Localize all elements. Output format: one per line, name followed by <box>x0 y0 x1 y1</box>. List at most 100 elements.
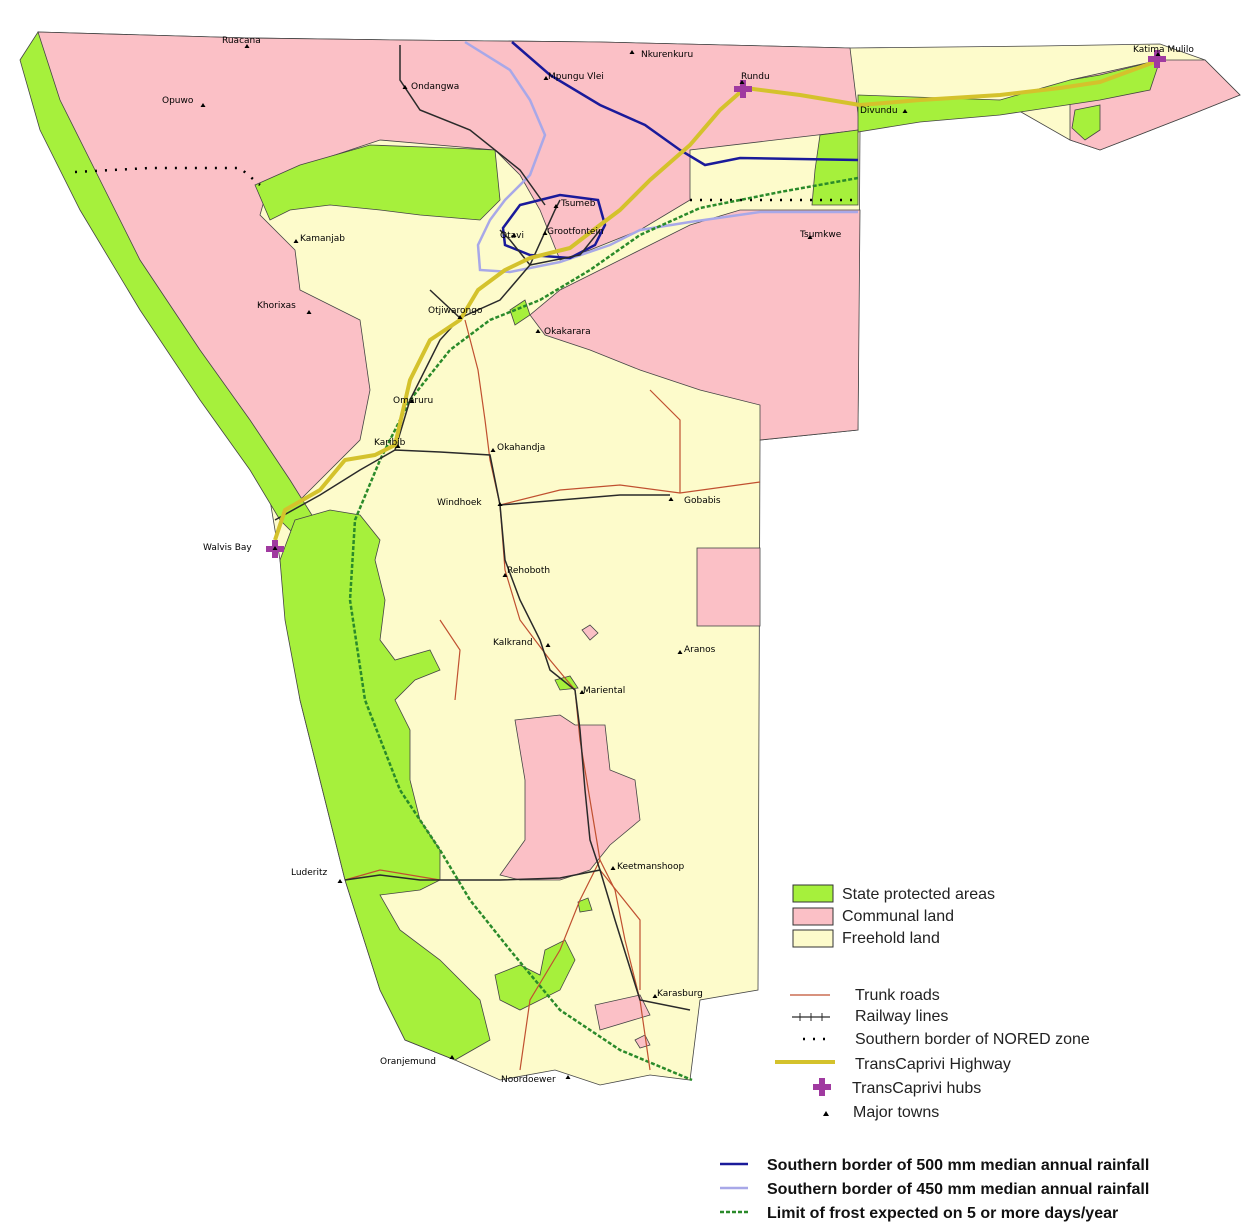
rainfall-500mm-border <box>511 41 859 167</box>
town-label-mpungu: Mpungu Vlei <box>548 72 604 82</box>
protected-area-caprivi-east <box>1071 104 1101 141</box>
legend-label-rain450: Southern border of 450 mm median annual … <box>767 1181 1149 1198</box>
town-marker-icon <box>457 315 463 319</box>
town-label-opuwo: Opuwo <box>162 96 194 106</box>
legend-lines: Trunk roads Railway lines Southern borde… <box>775 987 1090 1121</box>
town-marker-icon <box>293 239 299 243</box>
town-marker-icon <box>490 448 496 452</box>
protected-area-etosha <box>254 144 501 221</box>
hub-katima-icon <box>1148 50 1166 68</box>
town-label-luderitz: Luderitz <box>291 868 328 878</box>
protected-area-naute <box>577 897 593 913</box>
protected-area-namib <box>279 509 491 1061</box>
frost-limit-line <box>348 176 859 1082</box>
town-label-ruacana: Ruacana <box>222 36 261 46</box>
town-marker-icon <box>629 50 635 54</box>
town-marker-icon <box>610 866 616 870</box>
legend-label-communal: Communal land <box>842 908 954 925</box>
town-marker-icon <box>449 1055 455 1059</box>
town-label-karibib: Karibib <box>374 438 406 448</box>
town-label-mariental: Mariental <box>583 686 625 696</box>
protected-area-khaudum <box>811 129 859 206</box>
town-label-aranos: Aranos <box>684 645 716 655</box>
town-label-tsumeb: Tsumeb <box>560 199 596 209</box>
town-label-nkurenkuru: Nkurenkuru <box>641 50 693 60</box>
town-marker-icon <box>395 444 401 448</box>
town-marker-icon <box>200 103 206 107</box>
legend-hub-icon <box>813 1078 831 1096</box>
legend-label-freehold: Freehold land <box>842 930 940 947</box>
town-label-divundu: Divundu <box>860 106 898 116</box>
town-label-okakarara: Okakarara <box>544 327 591 337</box>
town-label-rundu: Rundu <box>741 72 770 82</box>
legend-label-protected: State protected areas <box>842 886 995 903</box>
town-marker-icon <box>409 399 415 403</box>
legend-label-frost: Limit of frost expected on 5 or more day… <box>767 1205 1118 1222</box>
trunk-roads <box>344 319 761 1071</box>
town-marker-icon <box>545 643 551 647</box>
legend-label-hubs: TransCaprivi hubs <box>852 1080 981 1097</box>
town-marker-icon <box>543 76 549 80</box>
town-label-katima: Katima Mulilo <box>1133 45 1194 55</box>
town-label-grootfontein: Grootfontein <box>547 227 604 237</box>
town-label-walvis: Walvis Bay <box>203 543 252 553</box>
town-label-oranjemund: Oranjemund <box>380 1057 436 1067</box>
town-marker-icon <box>553 204 559 208</box>
town-label-otavi: Otavi <box>500 231 524 241</box>
town-marker-icon <box>337 879 343 883</box>
communal-land-aminuis <box>696 547 761 627</box>
legend-swatch-communal <box>792 907 834 926</box>
town-label-omaruru: Omaruru <box>393 396 433 406</box>
communal-land-patch-small <box>581 624 599 641</box>
nored-zone-border <box>74 166 261 186</box>
legend-swatch-freehold <box>792 929 834 948</box>
town-label-okahandja: Okahandja <box>497 443 545 453</box>
railway-lines <box>274 45 691 1011</box>
town-marker-icon <box>565 1075 571 1079</box>
town-label-noordoewer: Noordoewer <box>501 1075 556 1085</box>
town-label-rehoboth: Rehoboth <box>507 566 550 576</box>
town-label-kamanjab: Kamanjab <box>300 234 345 244</box>
legend-areas: State protected areas Communal land Free… <box>792 884 995 948</box>
town-marker-icon <box>579 690 585 694</box>
town-label-otjiwarongo: Otjiwarongo <box>428 306 483 316</box>
town-marker-icon <box>272 546 278 550</box>
legend-label-nored: Southern border of NORED zone <box>855 1031 1090 1048</box>
town-marker-icon <box>306 310 312 314</box>
legend-label-highway: TransCaprivi Highway <box>855 1056 1011 1073</box>
town-marker-icon <box>807 235 813 239</box>
legend-climate: Southern border of 500 mm median annual … <box>720 1157 1149 1222</box>
town-label-windhoek: Windhoek <box>437 498 482 508</box>
legend-label-rain500: Southern border of 500 mm median annual … <box>767 1157 1149 1174</box>
town-label-karasburg: Karasburg <box>657 989 703 999</box>
town-label-keetmanshoop: Keetmanshoop <box>617 862 684 872</box>
town-label-tsumkwe: Tsumkwe <box>799 230 842 240</box>
transcaprivi-highway <box>273 58 1161 541</box>
town-marker-icon <box>902 109 908 113</box>
town-label-khorixas: Khorixas <box>257 301 296 311</box>
rainfall-450mm-border <box>464 40 858 274</box>
legend-label-towns: Major towns <box>853 1104 939 1121</box>
town-marker-icon <box>739 80 745 84</box>
town-marker-icon <box>668 497 674 501</box>
legend-swatch-protected <box>792 884 834 903</box>
legend-label-trunk-roads: Trunk roads <box>855 987 940 1004</box>
communal-land-east <box>529 209 861 441</box>
town-marker-icon <box>542 231 548 235</box>
town-label-ondangwa: Ondangwa <box>411 82 459 92</box>
hub-rundu-icon <box>734 80 752 98</box>
town-marker-icon <box>402 85 408 89</box>
town-marker-icon <box>677 650 683 654</box>
town-marker-icon <box>497 502 503 506</box>
town-marker-icon <box>502 573 508 577</box>
town-marker-icon <box>244 44 250 48</box>
town-marker-icon <box>535 329 541 333</box>
legend-label-railway: Railway lines <box>855 1008 948 1025</box>
town-marker-icon <box>511 233 517 237</box>
town-label-kalkrand: Kalkrand <box>493 638 533 648</box>
town-label-gobabis: Gobabis <box>684 496 721 506</box>
town-marker-icon <box>1155 52 1161 56</box>
communal-land-south-central <box>499 714 641 881</box>
